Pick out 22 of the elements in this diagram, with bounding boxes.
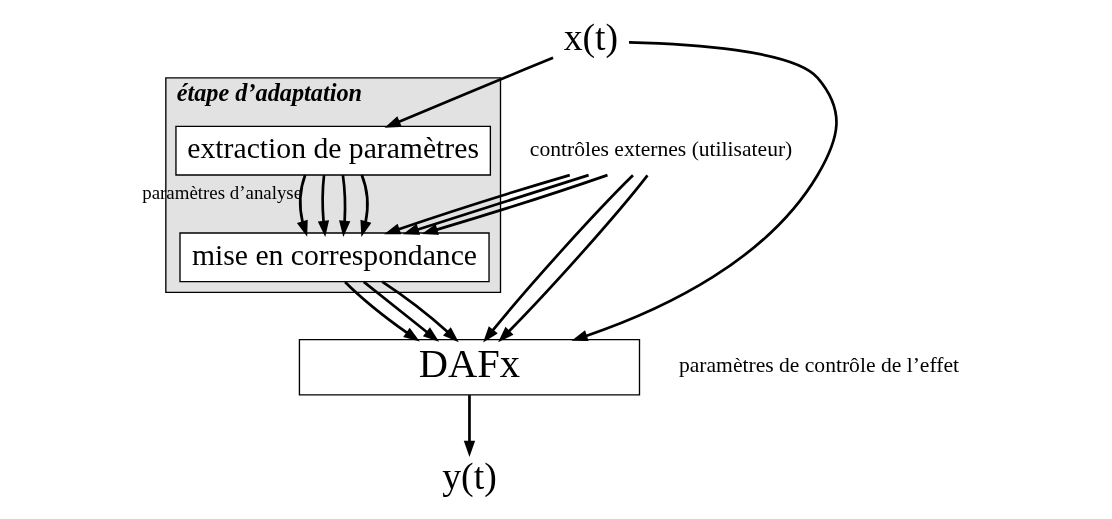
label: paramètres de contrôle de l’effet [678,352,959,377]
arrow [381,280,459,342]
node-text: y(t) [442,454,497,497]
arrow [463,394,476,457]
arrow [571,40,838,341]
node-box: mise en correspondance [179,231,490,282]
arrow [384,173,571,234]
arrow [296,174,308,237]
arrow [498,174,649,342]
arrow [344,280,420,342]
node-box: DAFx [298,338,641,396]
arrow [483,173,634,343]
arrow [317,174,330,237]
arrow [421,173,608,235]
node-box: extraction de paramètres [175,125,492,176]
arrow [402,173,589,235]
node-text: x(t) [563,15,619,58]
arrow [362,280,440,342]
node-text: contrôles externes (utilisateur) [529,136,793,161]
arrow [339,174,351,237]
arrow [360,174,372,237]
arrow [384,55,554,128]
